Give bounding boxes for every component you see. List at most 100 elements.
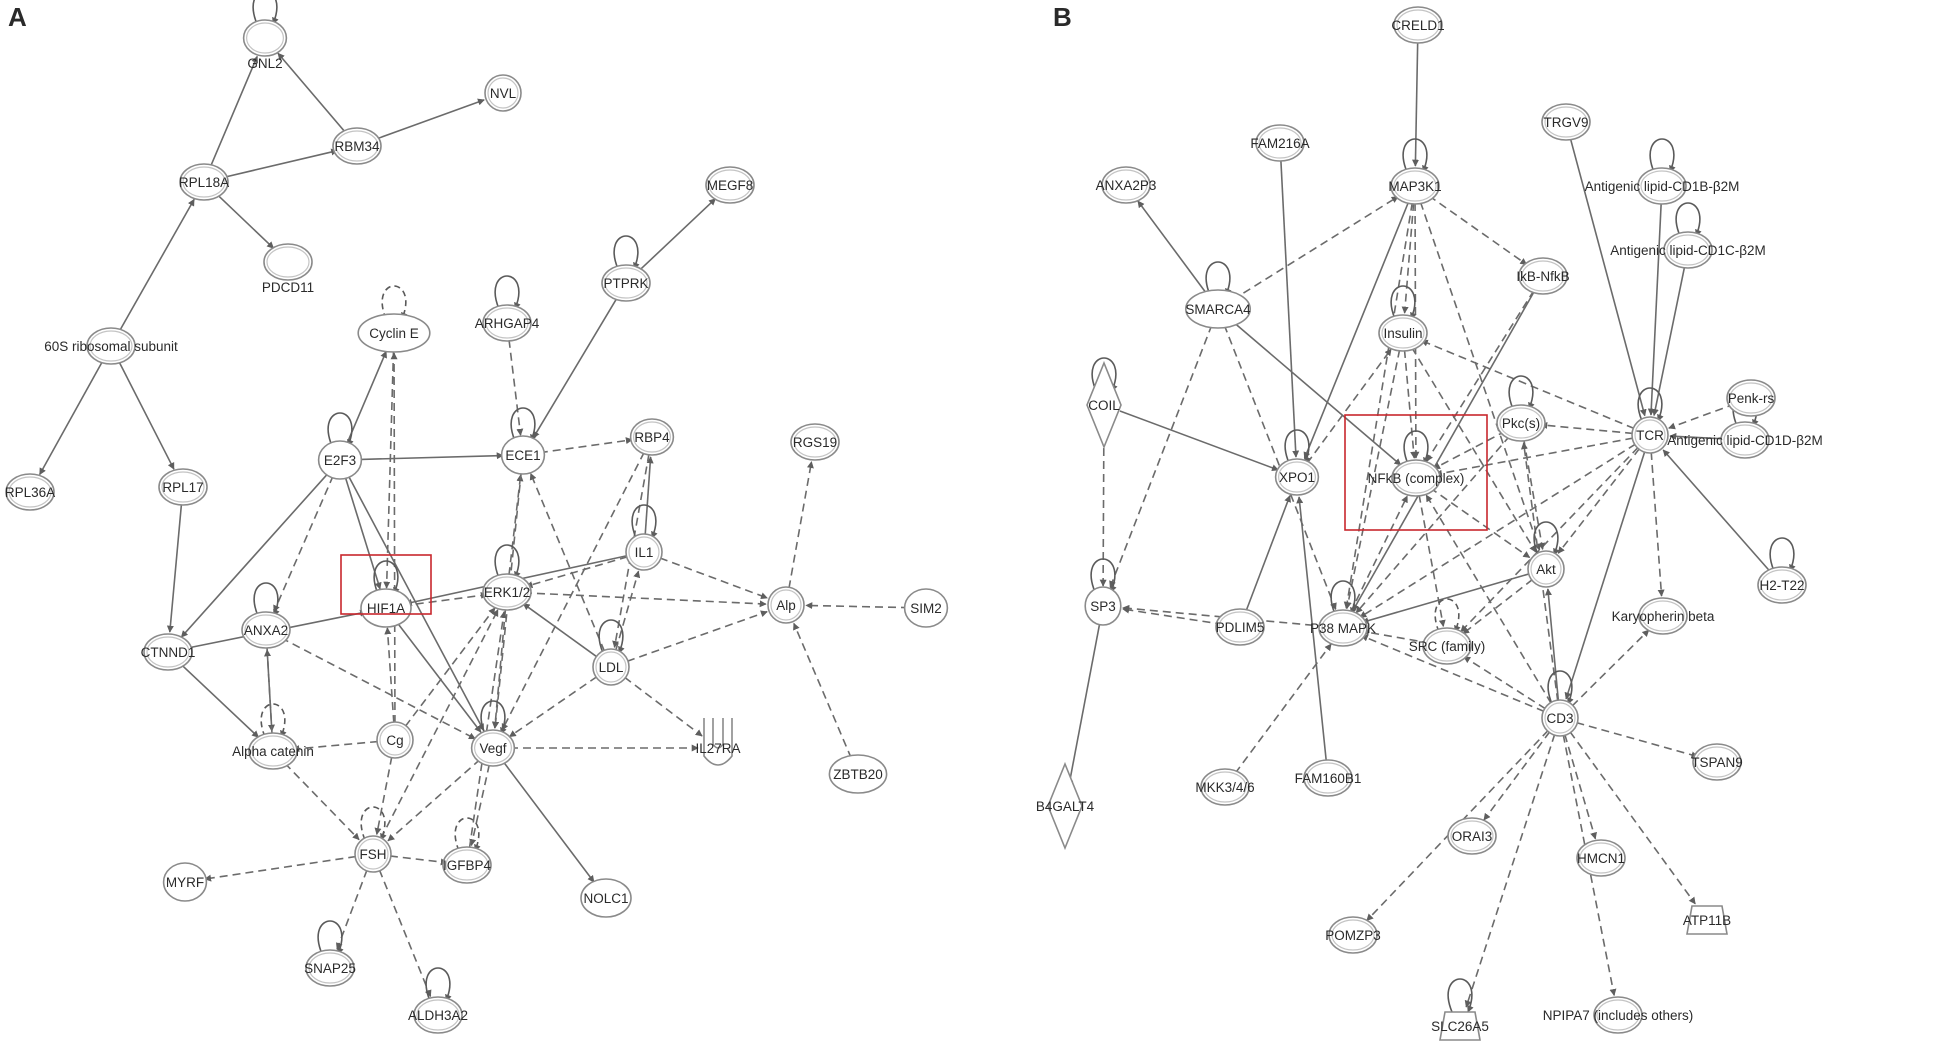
node-akt[interactable]: Akt — [1527, 550, 1565, 588]
node-rgs19[interactable]: RGS19 — [790, 423, 840, 461]
node-label-cycline: Cyclin E — [369, 326, 419, 341]
node-pdlim5[interactable]: PDLIM5 — [1215, 608, 1265, 646]
node-sp3[interactable]: SP3 — [1084, 586, 1122, 626]
node-60s[interactable]: 60S ribosomal subunit — [44, 327, 178, 365]
node-rpl18a[interactable]: RPL18A — [179, 163, 229, 201]
node-nolc1[interactable]: NOLC1 — [580, 878, 632, 918]
node-rpl17[interactable]: RPL17 — [158, 468, 208, 506]
node-ptprk[interactable]: PTPRK — [601, 264, 651, 302]
node-anxa2[interactable]: ANXA2 — [241, 611, 291, 649]
node-cycline[interactable]: Cyclin E — [357, 313, 431, 353]
node-tspan9[interactable]: TSPAN9 — [1691, 743, 1743, 781]
node-b4galt4[interactable]: B4GALT4 — [1036, 761, 1095, 851]
node-orai3[interactable]: ORAI3 — [1447, 817, 1497, 855]
node-ldl[interactable]: LDL — [592, 648, 630, 686]
node-shape-p38mapk — [1318, 609, 1368, 647]
node-label-anxa2p3: ANXA2P3 — [1096, 178, 1157, 193]
edge-penkrs-to-tcr — [1668, 403, 1736, 430]
node-slc26a5[interactable]: SLC26A5 — [1431, 1011, 1489, 1041]
node-zbtb20[interactable]: ZBTB20 — [828, 754, 888, 794]
node-sim2[interactable]: SIM2 — [903, 588, 949, 628]
node-hif1a[interactable]: HIF1A — [360, 588, 412, 628]
node-label-rpl36a: RPL36A — [5, 485, 55, 500]
node-snap25[interactable]: SNAP25 — [304, 949, 356, 987]
node-fam160b1[interactable]: FAM160B1 — [1295, 759, 1362, 797]
node-shape-zbtb20 — [828, 754, 888, 794]
edge-e2f3-to-ctnnd1 — [180, 472, 330, 638]
node-penkrs[interactable]: Penk-rs — [1726, 379, 1776, 417]
node-tcr[interactable]: TCR — [1631, 416, 1669, 454]
self-loop-akt — [1533, 521, 1560, 556]
node-mkk346[interactable]: MKK3/4/6 — [1195, 768, 1255, 806]
node-hmcn1[interactable]: HMCN1 — [1576, 839, 1626, 877]
node-nfkb[interactable]: NFkB (complex) — [1368, 459, 1465, 497]
node-creld1[interactable]: CRELD1 — [1391, 6, 1445, 44]
node-gnl2[interactable]: GNL2 — [242, 19, 288, 71]
node-agcd1d[interactable]: Antigenic lipid-CD1D-β2M — [1667, 421, 1823, 459]
node-h2t22[interactable]: H2-T22 — [1757, 566, 1807, 604]
node-ikbnfkb[interactable]: IkB-NfkB — [1516, 257, 1570, 295]
node-pomzp3[interactable]: POMZP3 — [1325, 916, 1381, 954]
node-src[interactable]: SRC (family) — [1409, 627, 1486, 665]
node-smarca4[interactable]: SMARCA4 — [1185, 289, 1252, 329]
node-erk12[interactable]: ERK1/2 — [482, 573, 532, 611]
node-shape-myrf — [162, 862, 208, 902]
edge-map3k1-to-xpo1 — [1303, 201, 1410, 460]
node-anxa2p3[interactable]: ANXA2P3 — [1096, 166, 1157, 204]
node-rbp4[interactable]: RBP4 — [629, 418, 675, 456]
node-igfbp4[interactable]: IGFBP4 — [442, 846, 492, 884]
node-cd3[interactable]: CD3 — [1541, 699, 1579, 737]
node-xpo1[interactable]: XPO1 — [1274, 458, 1320, 496]
node-p38mapk[interactable]: P38 MAPK — [1310, 609, 1376, 647]
node-shape-arhgap4 — [482, 304, 532, 342]
node-e2f3[interactable]: E2F3 — [317, 440, 363, 480]
node-fsh[interactable]: FSH — [354, 835, 392, 873]
node-shape-smarca4 — [1185, 289, 1252, 329]
node-shape-nfkb — [1391, 459, 1441, 497]
node-ctnnd1[interactable]: CTNND1 — [141, 633, 196, 671]
node-label-mkk346: MKK3/4/6 — [1195, 780, 1254, 795]
node-atp11b[interactable]: ATP11B — [1683, 905, 1731, 935]
node-coil[interactable]: COIL — [1086, 360, 1122, 450]
node-myrf[interactable]: MYRF — [162, 862, 208, 902]
node-fam216a[interactable]: FAM216A — [1250, 124, 1310, 162]
node-label-alp: Alp — [776, 598, 796, 613]
node-label-fsh: FSH — [360, 847, 387, 862]
node-agcd1b[interactable]: Antigenic lipid-CD1B-β2M — [1585, 167, 1740, 205]
node-shape-cycline — [357, 313, 431, 353]
node-pdcd11[interactable]: PDCD11 — [262, 243, 314, 295]
node-agcd1c[interactable]: Antigenic lipid-CD1C-β2M — [1610, 231, 1766, 269]
node-cg[interactable]: Cg — [376, 721, 414, 759]
node-il27ra[interactable]: IL27RA — [695, 718, 741, 766]
edge-60s-to-rpl17 — [118, 360, 175, 470]
node-insulin[interactable]: Insulin — [1378, 314, 1428, 352]
node-map3k1[interactable]: MAP3K1 — [1388, 167, 1442, 205]
edge-smarca4-to-anxa2p3 — [1137, 200, 1209, 296]
node-il1[interactable]: IL1 — [625, 533, 663, 571]
node-label-60s: 60S ribosomal subunit — [44, 339, 178, 354]
edge-ldl-to-ece1 — [529, 472, 606, 652]
node-arhgap4[interactable]: ARHGAP4 — [475, 304, 540, 342]
node-shape-snap25 — [305, 949, 355, 987]
self-loop-vegf — [480, 700, 507, 735]
node-rbm34[interactable]: RBM34 — [332, 127, 382, 165]
node-aldh3a2[interactable]: ALDH3A2 — [408, 996, 468, 1034]
node-pkcs[interactable]: Pkc(s) — [1496, 404, 1546, 442]
node-megf8[interactable]: MEGF8 — [705, 166, 755, 204]
node-label-rpl18a: RPL18A — [179, 175, 229, 190]
node-alp[interactable]: Alp — [767, 586, 805, 624]
node-karyb[interactable]: Karyopherin beta — [1612, 597, 1715, 635]
node-npipa7[interactable]: NPIPA7 (includes others) — [1543, 996, 1694, 1034]
node-alphacatenin[interactable]: Alpha catenin — [232, 732, 314, 770]
node-vegf[interactable]: Vegf — [470, 729, 516, 767]
node-label-smarca4: SMARCA4 — [1185, 302, 1251, 317]
self-loop-nfkb — [1403, 430, 1430, 465]
node-rpl36a[interactable]: RPL36A — [5, 473, 55, 511]
panel-b-self-loops — [1090, 138, 1796, 1013]
node-shape-ptprk — [601, 264, 651, 302]
node-nvl[interactable]: NVL — [484, 74, 522, 112]
node-ece1[interactable]: ECE1 — [500, 435, 546, 475]
node-trgv9[interactable]: TRGV9 — [1541, 103, 1591, 141]
node-shape-mkk346 — [1200, 768, 1250, 806]
